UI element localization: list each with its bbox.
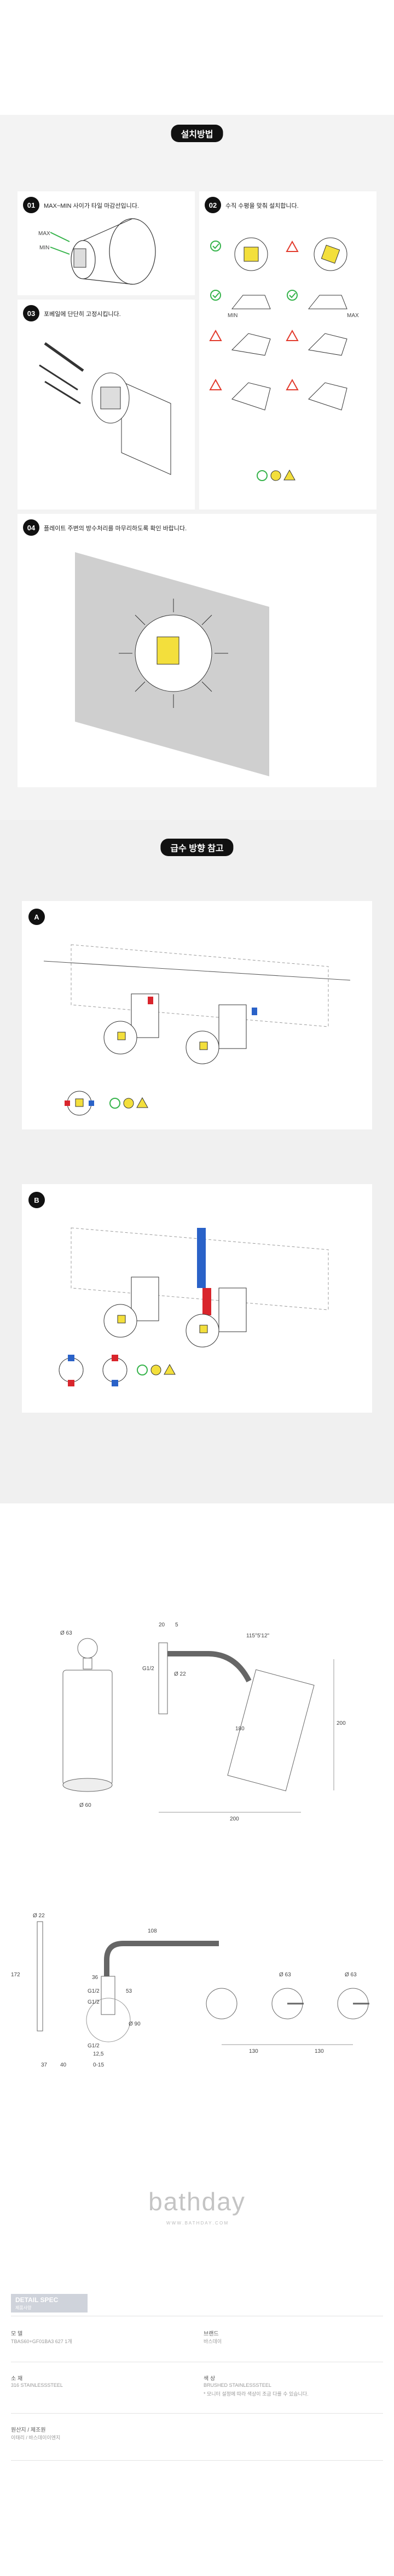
install-title: 설치방법 (171, 125, 223, 142)
brand-logo: bathday (148, 2187, 246, 2216)
dim-d63a: Ø 63 (279, 1972, 291, 1978)
step-2-number: 02 (205, 197, 221, 213)
step-1-card: 01 MAX~MIN 사이가 타일 마감선입니다. MAX MIN (18, 191, 195, 295)
dim-5: 5 (175, 1622, 178, 1628)
dim-top-left: Ø 63 Ø 60 (60, 1630, 113, 1808)
dim-w108: 108 (148, 1928, 157, 1934)
dim-36: 36 (92, 1975, 99, 1981)
dim-d180: 180 (235, 1726, 245, 1732)
section-b-label: B (28, 1192, 45, 1208)
dim-w130a: 130 (249, 2048, 258, 2054)
step-1-illustration: MAX MIN (38, 218, 156, 285)
step-2-max-label: MAX (347, 313, 359, 319)
spec-badge-sub: 제품사양 (15, 2305, 32, 2310)
spec-material-label: 소 재 (11, 2376, 23, 2382)
dim-g12b: G1/2 (88, 1999, 100, 2005)
dim-range: 0-15 (93, 2062, 104, 2068)
step-1-text: MAX~MIN 사이가 타일 마감선입니다. (44, 203, 139, 209)
step-3-card: 03 포베일에 단단히 고정시킵니다. (18, 300, 195, 510)
brand-url: W W W . B A T H D A Y . C O M (166, 2221, 228, 2226)
step-4-illustration (75, 552, 269, 776)
dim-g12a: G1/2 (88, 1988, 100, 1994)
spec-badge: DETAIL SPEC 제품사양 (11, 2294, 88, 2312)
dim-arc: 115°5'12" (246, 1633, 270, 1639)
min-label: MIN (39, 245, 49, 251)
direction-title: 급수 방향 참고 (160, 839, 234, 856)
dim-w40: 40 (60, 2062, 67, 2068)
spec-badge-title: DETAIL SPEC (15, 2296, 59, 2304)
spec-model-value: TBAS60+GF01BA3 627 1개 (11, 2339, 72, 2344)
step-2-card: 02 수직 수평을 맞춰 설치합니다. MIN MAX (199, 191, 376, 510)
dim-g12: G1/2 (142, 1666, 154, 1672)
direction-a-illustration (43, 944, 351, 1116)
spec-divider-bottom (11, 2460, 383, 2461)
step-3-illustration (39, 342, 171, 475)
spec-brand-label: 브랜드 (204, 2331, 219, 2337)
spec-color-note: * 모니터 설정에 따라 색상이 조금 다를 수 있습니다. (204, 2391, 309, 2397)
dim-d63b: Ø 63 (345, 1972, 357, 1978)
step-4-number: 04 (23, 519, 39, 536)
spec-color-label: 색 상 (204, 2376, 216, 2382)
spec-origin-label: 원산지 / 제조원 (11, 2427, 46, 2433)
dim-20: 20 (159, 1622, 165, 1628)
step-4-card: 04 플레이트 주변의 방수처리를 마무리하도록 확인 바랍니다. (18, 514, 376, 787)
spec-color-value: BRUSHED STAINLESSSTEEL (204, 2382, 271, 2388)
dim-top-right: 20 5 G1/2 Ø 22 115°5'12" 200 180 200 (142, 1622, 346, 1822)
dim-bottom-right: Ø 63 Ø 63 130 130 (206, 1972, 369, 2054)
dim-w37: 37 (41, 2062, 48, 2068)
dim-w200: 200 (230, 1816, 239, 1822)
spec-model-label: 모 델 (11, 2331, 23, 2337)
dim-d90: Ø 90 (129, 2021, 141, 2027)
spec-divider-2 (11, 2413, 383, 2414)
max-label: MAX (38, 231, 50, 237)
step-2-illustration: MIN MAX (209, 237, 359, 481)
spec-brand-value: 바스데이 (204, 2339, 222, 2344)
dim-w125: 12,5 (93, 2051, 104, 2057)
step-4-text: 플레이트 주변의 방수처리를 마무리하도록 확인 바랍니다. (44, 525, 187, 532)
dim-d63: Ø 63 (60, 1630, 72, 1636)
dim-d60: Ø 60 (79, 1802, 91, 1808)
dim-h200: 200 (337, 1720, 346, 1726)
step-2-min-label: MIN (228, 313, 237, 319)
dim-bottom-left: Ø 22 172 108 G1/2 G1/2 36 53 G1/2 12,5 3… (11, 1913, 219, 2068)
dim-bl-d22: Ø 22 (33, 1913, 45, 1919)
step-2-text: 수직 수평을 맞춰 설치합니다. (225, 203, 299, 209)
step-3-text: 포베일에 단단히 고정시킵니다. (44, 311, 121, 318)
step-3-number: 03 (23, 305, 39, 321)
dim-h172: 172 (11, 1972, 20, 1978)
direction-b-illustration (59, 1227, 329, 1386)
dim-g12c: G1/2 (88, 2043, 100, 2049)
direction-card-a: A (22, 901, 372, 1129)
direction-card-b: B (22, 1184, 372, 1413)
spec-origin-value: 이태리 / 바스데이이엔지 (11, 2435, 61, 2440)
dim-53: 53 (126, 1988, 132, 1994)
step-1-number: 01 (23, 197, 39, 213)
section-a-label: A (28, 909, 45, 925)
dim-d22: Ø 22 (174, 1671, 186, 1677)
dim-w130b: 130 (315, 2048, 324, 2054)
spec-material-value: 316 STAINLESSSTEEL (11, 2382, 63, 2388)
